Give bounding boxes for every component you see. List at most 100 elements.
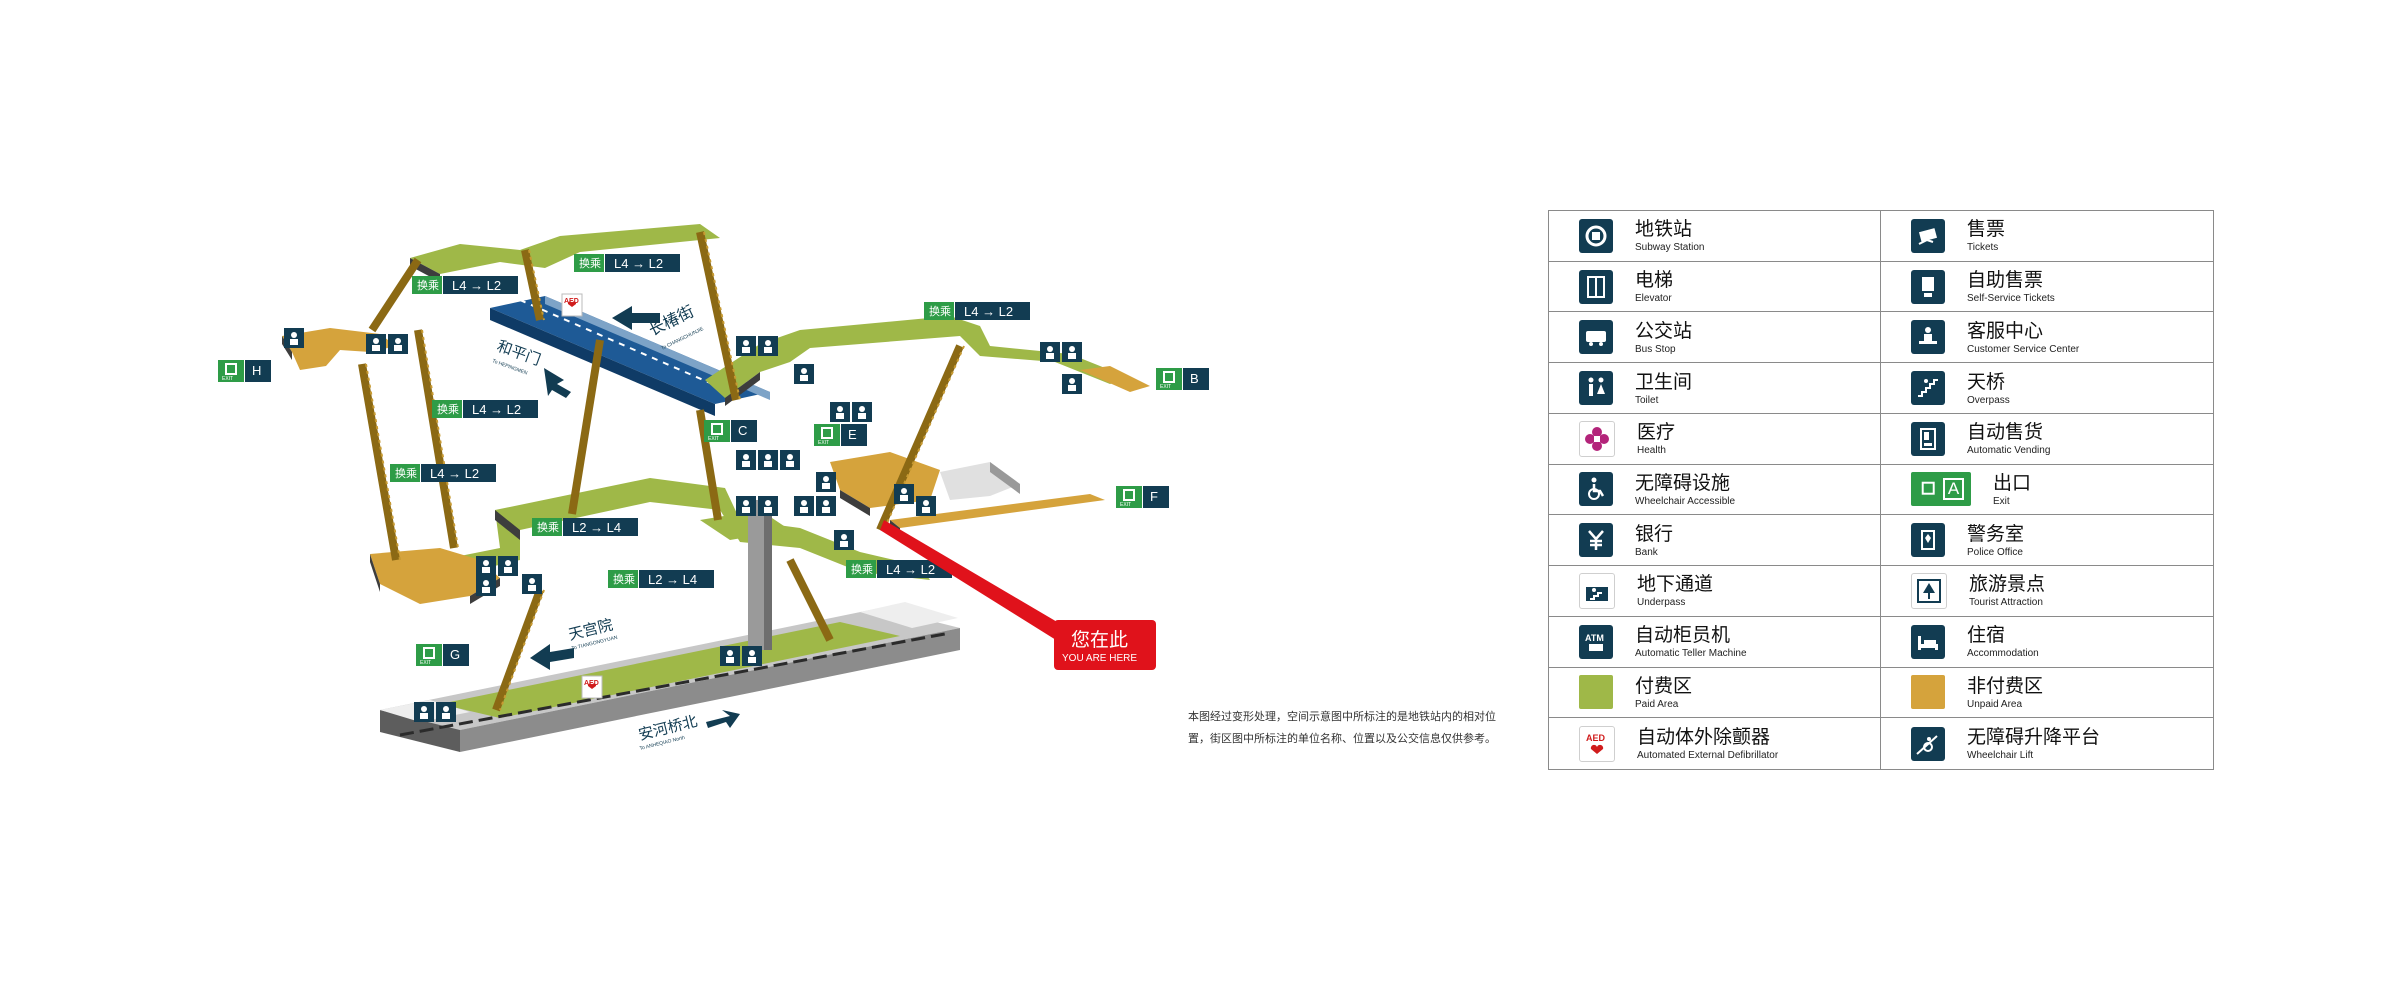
- police-icon: [916, 496, 936, 516]
- svg-text:F: F: [1150, 489, 1158, 504]
- transfer-label: 换乘 L2 → L4: [532, 518, 638, 536]
- vending-icon: [758, 336, 778, 356]
- svg-text:L4 → L2: L4 → L2: [472, 402, 521, 417]
- svg-text:换乘: 换乘: [537, 520, 559, 534]
- you-are-here-en: YOU ARE HERE: [1062, 653, 1137, 664]
- exit-sign-e: EXIT E: [813, 423, 868, 447]
- wheelchair-lift-icon: [1911, 726, 1945, 761]
- overpass-icon: [1911, 371, 1945, 406]
- arrow-icon: [544, 368, 571, 398]
- exit-sign-b: EXIT B: [1155, 367, 1210, 391]
- svg-text:L4 → L2: L4 → L2: [886, 562, 935, 577]
- elevator-icon: [736, 496, 756, 516]
- svg-text:AED: AED: [1586, 733, 1606, 743]
- paid-area-swatch: [1579, 675, 1613, 710]
- exit-sign-f: EXIT F: [1115, 485, 1170, 509]
- stair-steps: [365, 231, 965, 711]
- svg-text:EXIT: EXIT: [1160, 384, 1171, 390]
- customer-service-icon: [834, 530, 854, 550]
- svg-text:B: B: [1190, 371, 1199, 386]
- transfer-label: 换乘 L4 → L2: [390, 464, 496, 482]
- vending-icon: [388, 334, 408, 354]
- exit-sign-g: EXIT G: [415, 643, 470, 667]
- self-service-tickets-icon: [1911, 269, 1945, 304]
- ticket-icon: [794, 364, 814, 384]
- toilet-icon: [476, 556, 496, 576]
- line2-platform: [490, 296, 770, 416]
- toilet-icon: [1040, 342, 1060, 362]
- bank-icon: [1579, 523, 1613, 558]
- svg-text:换乘: 换乘: [613, 572, 635, 586]
- svg-text:换乘: 换乘: [851, 562, 873, 576]
- you-are-here-zh: 您在此: [1071, 629, 1128, 651]
- accommodation-icon: [1911, 624, 1945, 659]
- svg-text:换乘: 换乘: [395, 466, 417, 480]
- svg-text:L2 → L4: L2 → L4: [648, 572, 697, 587]
- vending-icon: [498, 556, 518, 576]
- ticket-icon: [1062, 374, 1082, 394]
- wheelchair-icon: [1579, 472, 1613, 507]
- toilet-icon: [1579, 371, 1613, 406]
- svg-text:L4 → L2: L4 → L2: [964, 304, 1013, 319]
- transfer-label: 换乘 L2 → L4: [608, 570, 714, 588]
- aed-icon: AED: [561, 293, 583, 317]
- subway-station-icon: [1579, 218, 1613, 253]
- wheelchair-icon: [758, 496, 778, 516]
- wheelchair-icon: [742, 646, 762, 666]
- elevator-icon: [830, 402, 850, 422]
- transfer-label: 换乘 L4 → L2: [412, 276, 518, 294]
- toilet-icon: [366, 334, 386, 354]
- svg-text:AED: AED: [584, 680, 599, 687]
- stair-passages: [358, 231, 964, 712]
- svg-text:L4 → L2: L4 → L2: [614, 256, 663, 271]
- ticket-icon: [816, 472, 836, 492]
- unpaid-area-swatch: [1911, 675, 1945, 710]
- customer-service-icon: [522, 574, 542, 594]
- svg-text:EXIT: EXIT: [222, 376, 233, 382]
- health-icon: [1579, 420, 1615, 457]
- transfer-label: 换乘 L4 → L2: [846, 560, 952, 578]
- svg-text:L4 → L2: L4 → L2: [452, 278, 501, 293]
- you-are-here-marker: 您在此 YOU ARE HERE: [880, 520, 1156, 670]
- line4-platform: [380, 602, 960, 752]
- exit-sign-c: EXIT C: [703, 419, 758, 443]
- svg-text:E: E: [848, 427, 857, 442]
- svg-text:EXIT: EXIT: [708, 436, 719, 442]
- transfer-label: 换乘 L4 → L2: [574, 254, 680, 272]
- vending-icon: [758, 450, 778, 470]
- wheelchair-icon: [436, 702, 456, 722]
- elevator-icon: [720, 646, 740, 666]
- toilet-icon: [736, 336, 756, 356]
- svg-text:AED: AED: [564, 298, 579, 305]
- tourist-attraction-icon: [1911, 572, 1947, 609]
- svg-text:G: G: [450, 647, 460, 662]
- exit-sign-h: EXIT H: [217, 359, 272, 383]
- map-disclaimer: 本图经过变形处理，空间示意图中所标注的是地铁站内的相对位置，街区图中所标注的单位…: [1188, 710, 1496, 745]
- aed-icon: AED: [1579, 725, 1615, 762]
- tickets-icon: [1911, 218, 1945, 253]
- ticket-icon: [284, 328, 304, 348]
- ticket-icon: [476, 576, 496, 596]
- customer-service-icon: [1911, 320, 1945, 355]
- svg-text:换乘: 换乘: [929, 304, 951, 318]
- elevator-shaft: [748, 500, 772, 650]
- svg-text:换乘: 换乘: [437, 402, 459, 416]
- bus-stop-icon: [1579, 320, 1613, 355]
- svg-text:H: H: [252, 363, 261, 378]
- direction-anheqiaobei: 安河桥北 To ANHEQIAO North: [637, 710, 740, 752]
